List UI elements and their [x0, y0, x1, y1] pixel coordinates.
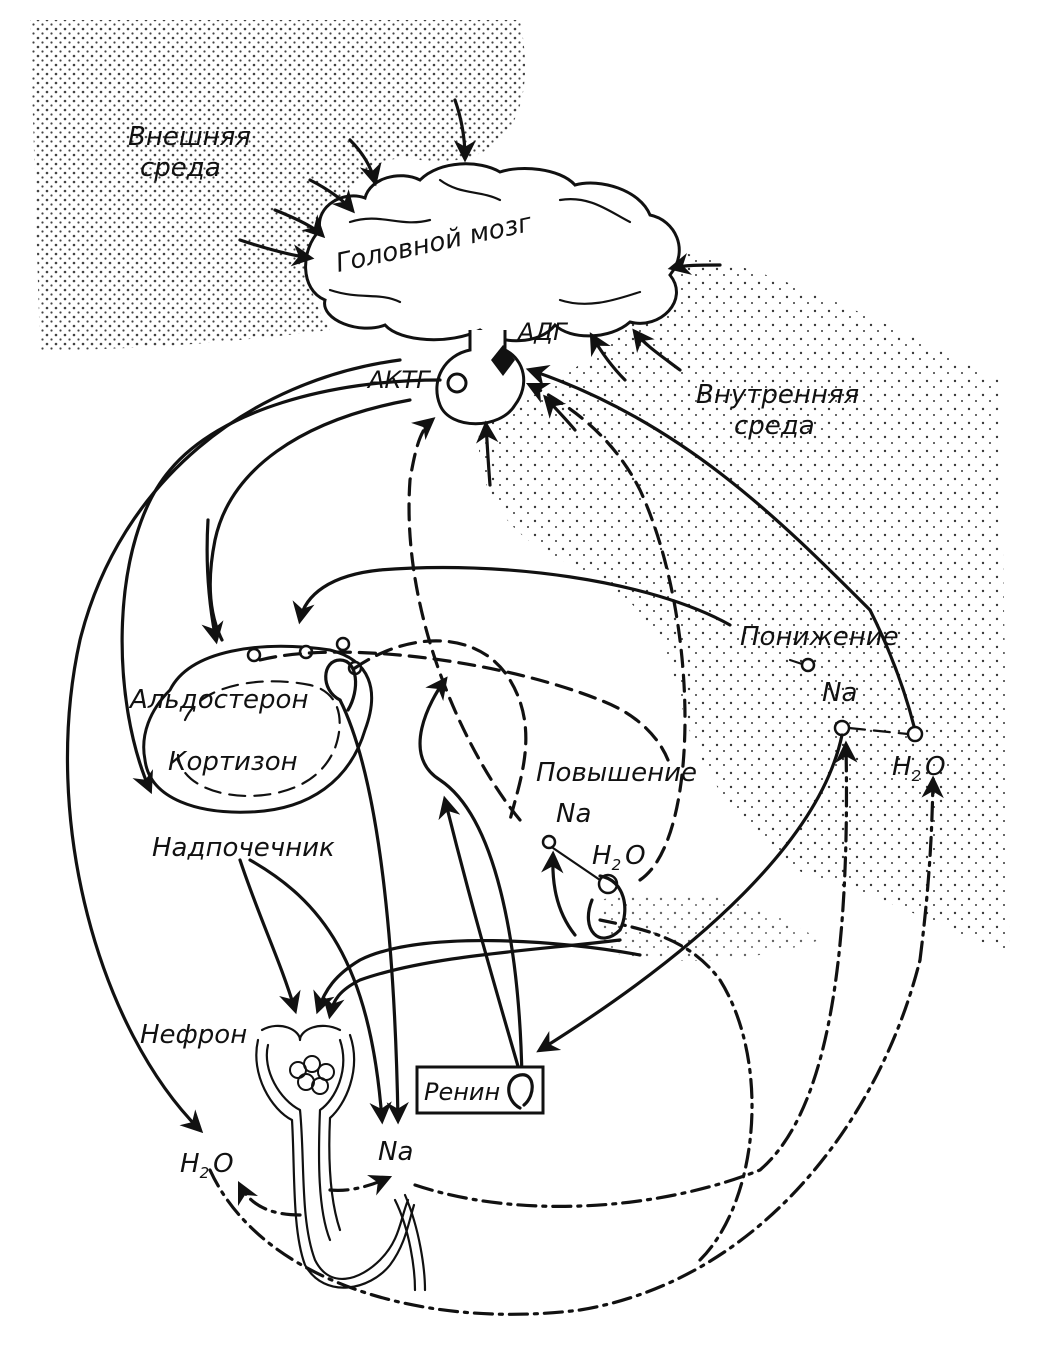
nephron-label: Нефрон	[140, 1020, 247, 1050]
renin-to-pituitary-arrow	[418, 676, 524, 1082]
brain-fold-5	[438, 178, 502, 202]
brain-fold-2	[558, 198, 632, 224]
adrenal-to-pituitary-dashed	[353, 639, 528, 822]
na-decrease-node	[800, 657, 816, 673]
external-arrow-1	[238, 238, 315, 267]
na-decrease-label: Na	[822, 678, 857, 708]
internal-arrow-1	[667, 253, 722, 275]
na-decrease-node-2	[833, 719, 851, 737]
increase-to-pituitary-dashed	[407, 417, 522, 822]
na-to-renin-arrow	[536, 733, 844, 1053]
loop-to-nephron-arrow-2	[322, 938, 622, 1020]
adrenal-loop	[324, 658, 358, 712]
internal-environment-label-2: среда	[734, 411, 815, 441]
decrease-to-adrenal-arrow	[292, 565, 732, 627]
decrease-vertical-line	[868, 608, 917, 732]
acth-to-adrenal-arrow	[120, 378, 442, 795]
na-bottom-arrow	[328, 1175, 393, 1196]
increase-loop	[586, 874, 627, 940]
h2o-bottom-return-arrow	[237, 1180, 302, 1217]
right-dashdot-up-arrow	[918, 775, 944, 962]
adrenal-to-nephron-arrow-2	[248, 858, 392, 1125]
internal-arrow-3	[589, 332, 627, 382]
internal-environment-stipple	[478, 250, 1011, 950]
brain-fold-1	[348, 217, 432, 224]
brain-shape	[304, 162, 681, 343]
na-increase-label: Na	[556, 799, 591, 829]
na-bottom-label: Na	[378, 1137, 413, 1167]
increase-label: Повышение	[536, 758, 697, 788]
renin-loop	[507, 1073, 534, 1110]
aldo-to-na-arrow	[338, 698, 409, 1125]
cross-dashdot-line	[598, 918, 754, 1262]
external-arrow-3	[308, 178, 355, 214]
h2o-increase-to-adh-dashed	[525, 382, 687, 882]
adrenal-to-nephron-arrow-1	[238, 858, 301, 1015]
adrenal-to-increase-dashed	[258, 650, 670, 762]
renin-label: Ренин	[424, 1078, 500, 1106]
decrease-connector-2	[788, 658, 804, 666]
increase-up-arrow	[541, 850, 577, 937]
brain-fold-4	[558, 290, 642, 305]
adrenal-inner-outline	[176, 680, 341, 798]
adrenal-node-3	[335, 636, 351, 652]
adh-label: АДГ	[516, 318, 568, 346]
acth-inner-arc-end	[201, 518, 224, 645]
external-environment-stipple	[30, 20, 526, 350]
adrenal-node-1	[246, 647, 262, 663]
external-arrow-4	[348, 138, 382, 187]
acth-inner-arc	[208, 398, 412, 642]
internal-arrow-4	[476, 420, 499, 487]
internal-arrow-2	[632, 328, 682, 372]
na-increase-node	[541, 834, 557, 850]
loop-to-nephron-arrow-1	[313, 938, 642, 1015]
decrease-label: Понижение	[740, 622, 899, 652]
nephron-shape	[255, 1024, 427, 1292]
decrease-to-pituitary-arrow	[525, 365, 872, 612]
adrenal-label: Надпочечник	[152, 833, 335, 863]
acth-outer-arc	[65, 358, 402, 1134]
external-environment-label-1: Внешняя	[128, 122, 251, 152]
big-bottom-dashdot-loop	[208, 958, 922, 1316]
adh-gland-diamond	[491, 345, 515, 376]
external-arrow-5	[453, 98, 477, 163]
external-arrow-2	[273, 208, 326, 239]
h2o-decrease-node	[906, 725, 924, 743]
mid-dashdot-loop	[413, 740, 858, 1208]
adrenal-outline	[142, 644, 374, 814]
internal-environment-label-1: Внутренняя	[696, 380, 859, 410]
acth-gland-circle	[446, 372, 468, 394]
cortisone-label: Кортизон	[168, 747, 298, 777]
external-environment-label-2: среда	[140, 153, 221, 183]
acth-label: АКТГ	[366, 366, 431, 394]
decrease-connector	[847, 726, 910, 736]
brain-fold-3	[328, 288, 402, 304]
aldosterone-label: Альдостерон	[128, 685, 308, 715]
renin-up-arrow	[438, 795, 524, 1082]
